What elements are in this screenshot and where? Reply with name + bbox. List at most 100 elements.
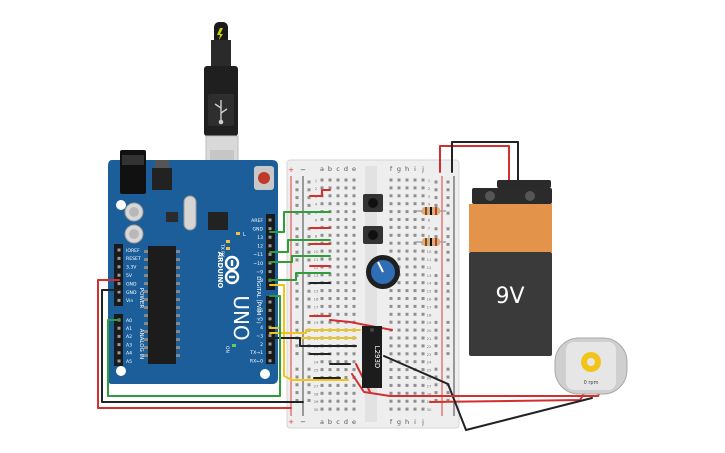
breadboard-hole[interactable] [328, 297, 332, 300]
breadboard-hole[interactable] [413, 312, 417, 316]
breadboard-hole[interactable] [413, 273, 417, 277]
breadboard-hole[interactable] [352, 391, 356, 395]
breadboard-hole[interactable] [328, 257, 332, 261]
rail-hole[interactable] [434, 188, 438, 192]
breadboard-hole[interactable] [421, 328, 425, 332]
breadboard-hole[interactable] [397, 336, 401, 340]
breadboard-hole[interactable] [328, 218, 332, 221]
breadboard-hole[interactable] [389, 344, 393, 348]
breadboard-hole[interactable] [389, 368, 393, 372]
breadboard-hole[interactable] [397, 391, 401, 395]
rail-hole[interactable] [434, 196, 438, 200]
breadboard-hole[interactable] [336, 233, 340, 237]
breadboard-hole[interactable] [336, 312, 340, 316]
breadboard-hole[interactable] [344, 265, 348, 269]
breadboard-hole[interactable] [413, 407, 417, 411]
rail-hole[interactable] [295, 180, 299, 184]
breadboard-hole[interactable] [389, 407, 393, 411]
breadboard-hole[interactable] [405, 281, 409, 285]
rail-hole[interactable] [307, 196, 311, 200]
breadboard-hole[interactable] [320, 383, 324, 387]
breadboard-hole[interactable] [397, 399, 401, 403]
rail-hole[interactable] [295, 235, 299, 239]
rail-hole[interactable] [307, 258, 311, 262]
rail-hole[interactable] [446, 227, 450, 231]
breadboard-hole[interactable] [405, 202, 409, 206]
breadboard-hole[interactable] [397, 194, 401, 198]
breadboard-hole[interactable] [421, 399, 425, 403]
rail-hole[interactable] [434, 320, 438, 324]
rail-hole[interactable] [434, 367, 438, 371]
breadboard-hole[interactable] [328, 320, 332, 324]
rail-hole[interactable] [307, 250, 311, 254]
breadboard-hole[interactable] [352, 289, 356, 293]
rail-hole[interactable] [434, 383, 438, 387]
breadboard-hole[interactable] [421, 376, 425, 379]
rail-hole[interactable] [307, 398, 311, 402]
rail-hole[interactable] [446, 320, 450, 324]
breadboard-hole[interactable] [352, 383, 356, 387]
breadboard-hole[interactable] [421, 273, 425, 277]
rail-hole[interactable] [434, 305, 438, 309]
rail-hole[interactable] [434, 274, 438, 278]
breadboard-hole[interactable] [397, 210, 401, 214]
rail-hole[interactable] [295, 203, 299, 207]
breadboard-hole[interactable] [389, 304, 393, 308]
breadboard-hole[interactable] [413, 320, 417, 324]
breadboard-hole[interactable] [405, 368, 409, 372]
breadboard-hole[interactable] [352, 186, 356, 190]
header-pin[interactable] [117, 256, 121, 260]
rail-hole[interactable] [295, 383, 299, 387]
breadboard-hole[interactable] [336, 265, 340, 269]
rail-hole[interactable] [434, 391, 438, 395]
breadboard-hole[interactable] [389, 383, 393, 387]
rail-hole[interactable] [434, 281, 438, 285]
breadboard-hole[interactable] [389, 210, 393, 214]
rail-hole[interactable] [307, 281, 311, 285]
breadboard-hole[interactable] [421, 320, 425, 324]
rail-hole[interactable] [446, 375, 450, 379]
breadboard-hole[interactable] [320, 273, 324, 277]
breadboard-hole[interactable] [397, 352, 401, 356]
rail-hole[interactable] [434, 297, 438, 301]
breadboard-hole[interactable] [320, 218, 324, 221]
rail-hole[interactable] [446, 336, 450, 340]
rail-hole[interactable] [295, 250, 299, 254]
breadboard-hole[interactable] [413, 383, 417, 387]
breadboard-hole[interactable] [320, 399, 324, 403]
breadboard-hole[interactable] [336, 273, 340, 277]
rail-hole[interactable] [446, 344, 450, 348]
breadboard-hole[interactable] [405, 336, 409, 340]
breadboard-hole[interactable] [405, 297, 409, 300]
breadboard-hole[interactable] [352, 218, 356, 221]
breadboard-hole[interactable] [336, 218, 340, 221]
rail-hole[interactable] [295, 258, 299, 262]
breadboard-hole[interactable] [336, 383, 340, 387]
breadboard-hole[interactable] [397, 297, 401, 300]
breadboard-hole[interactable] [328, 249, 332, 253]
breadboard-hole[interactable] [336, 304, 340, 308]
breadboard-hole[interactable] [405, 265, 409, 269]
breadboard-hole[interactable] [336, 320, 340, 324]
breadboard-hole[interactable] [344, 273, 348, 277]
breadboard-hole[interactable] [397, 186, 401, 190]
rail-hole[interactable] [307, 297, 311, 301]
breadboard-hole[interactable] [413, 249, 417, 253]
breadboard-hole[interactable] [336, 186, 340, 190]
breadboard-hole[interactable] [344, 352, 348, 356]
breadboard-hole[interactable] [405, 407, 409, 411]
breadboard-hole[interactable] [336, 399, 340, 403]
header-pin[interactable] [268, 300, 272, 304]
breadboard-hole[interactable] [405, 312, 409, 316]
breadboard-hole[interactable] [328, 304, 332, 308]
rail-hole[interactable] [307, 383, 311, 387]
breadboard-hole[interactable] [352, 194, 356, 198]
breadboard-hole[interactable] [413, 202, 417, 206]
rail-hole[interactable] [446, 242, 450, 246]
breadboard-hole[interactable] [389, 320, 393, 324]
breadboard-hole[interactable] [336, 178, 340, 182]
breadboard-hole[interactable] [421, 360, 425, 364]
rail-hole[interactable] [434, 336, 438, 340]
rail-hole[interactable] [307, 352, 311, 356]
rail-hole[interactable] [295, 328, 299, 332]
